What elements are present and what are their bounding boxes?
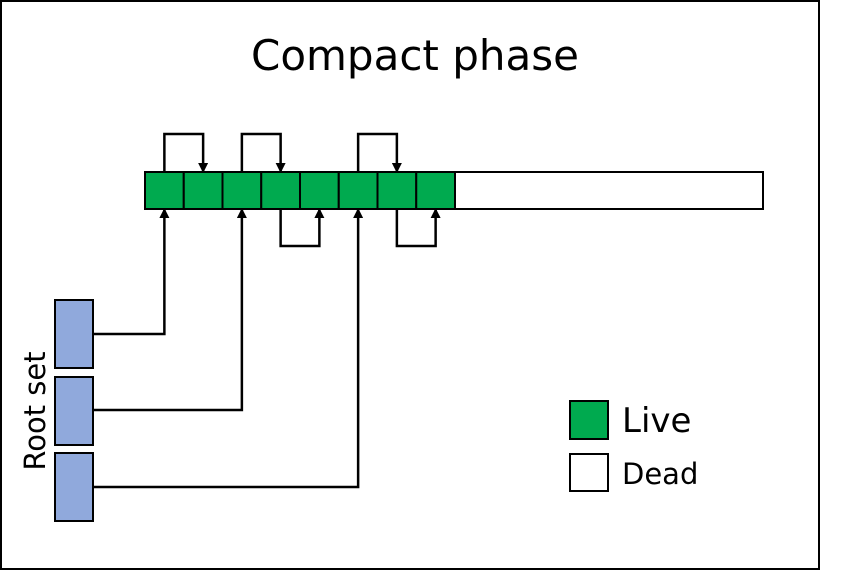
diagram-title: Compact phase <box>251 31 579 80</box>
root-set-box <box>54 452 94 522</box>
reference-arrows <box>93 132 441 489</box>
heap-bar <box>144 171 764 210</box>
heap-cell-live <box>337 171 379 210</box>
heap-reference-arrow <box>356 132 402 173</box>
heap-cell-live <box>144 171 185 210</box>
legend-live-swatch <box>569 400 609 440</box>
root-reference-arrow <box>93 208 247 412</box>
heap-reference-arrow <box>279 208 325 248</box>
heap-cell-live <box>260 171 301 210</box>
root-reference-arrow <box>93 208 170 336</box>
legend-live-label: Live <box>622 401 691 441</box>
root-reference-arrow <box>93 208 364 489</box>
heap-reference-arrow <box>240 132 286 173</box>
diagram-frame <box>0 0 820 570</box>
legend-dead-swatch <box>569 453 609 492</box>
heap-cell-live <box>182 171 224 210</box>
root-set <box>54 299 94 522</box>
heap-reference-arrow <box>395 208 441 248</box>
heap-reference-arrow <box>163 132 209 173</box>
heap-cell-live <box>376 171 418 210</box>
legend: Live Dead <box>569 400 698 492</box>
heap-cell-live <box>415 171 456 210</box>
heap-cell-live <box>299 171 340 210</box>
heap-cell-live <box>221 171 263 210</box>
root-set-box <box>54 299 94 369</box>
root-set-box <box>54 376 94 446</box>
root-set-label: Root set <box>18 351 52 470</box>
legend-dead-label: Dead <box>622 457 698 491</box>
